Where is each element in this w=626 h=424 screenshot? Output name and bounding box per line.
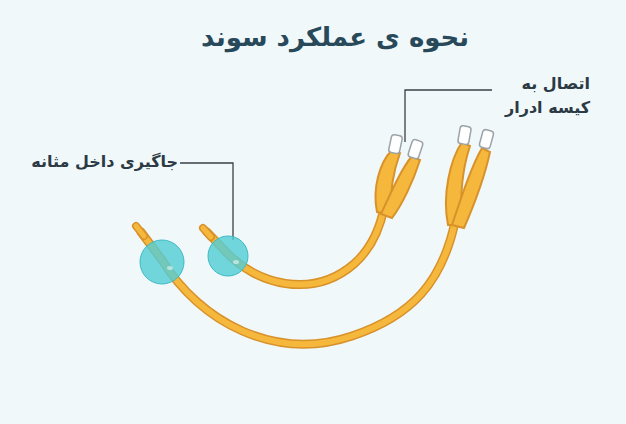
catheter-tube-outline <box>207 208 384 285</box>
port-cap <box>388 134 403 154</box>
port-cap <box>458 125 472 145</box>
callout-label: جاگیری داخل مثانه <box>10 150 178 174</box>
leader-line <box>405 90 492 142</box>
balloon <box>140 240 184 284</box>
catheter-tip <box>136 226 144 236</box>
catheter-port <box>452 148 490 228</box>
balloon <box>208 236 248 276</box>
catheter-tip <box>203 228 211 237</box>
catheter-port <box>381 156 420 218</box>
port-cap <box>407 139 423 160</box>
balloon-highlight <box>167 266 173 270</box>
diagram-title: نحوه ی عملکرد سوند <box>150 22 520 52</box>
callout-label: اتصال به کیسه ادرار <box>494 72 590 120</box>
balloon-highlight <box>233 260 239 264</box>
catheter-tube <box>207 208 384 285</box>
catheter-tip <box>136 226 144 236</box>
catheter-tip <box>203 228 211 237</box>
port-cap <box>479 129 494 149</box>
leader-line <box>180 163 233 240</box>
